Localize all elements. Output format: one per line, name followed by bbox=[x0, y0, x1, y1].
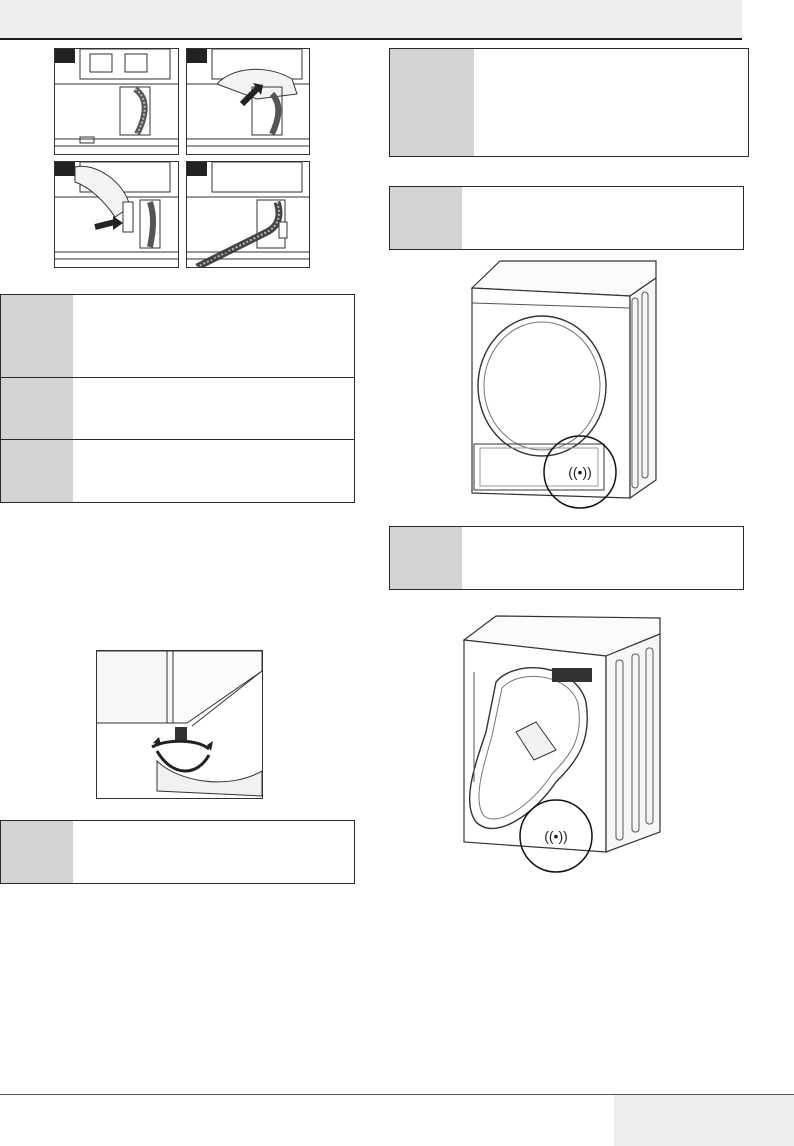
svg-text:((•)): ((•)) bbox=[544, 828, 568, 844]
dryer-back-figure: ((•)) bbox=[456, 612, 668, 874]
hose-step-2-figure bbox=[186, 48, 310, 155]
hose-step-3-figure bbox=[54, 161, 179, 268]
dryer-front-figure: ((•)) bbox=[460, 258, 665, 514]
leveling-foot-figure bbox=[96, 650, 263, 799]
hose-step-4-figure bbox=[186, 161, 310, 268]
footer-rule bbox=[0, 1094, 794, 1095]
right-top-note bbox=[389, 48, 749, 157]
page-header bbox=[0, 0, 742, 38]
right-third-note bbox=[389, 526, 744, 590]
left-bottom-note bbox=[0, 820, 355, 884]
page-footer bbox=[614, 1095, 794, 1146]
svg-text:((•)): ((•)) bbox=[568, 464, 592, 480]
right-second-note bbox=[389, 186, 744, 250]
header-rule bbox=[0, 38, 742, 40]
left-note-table bbox=[0, 294, 355, 503]
hose-step-1-figure bbox=[54, 48, 179, 155]
